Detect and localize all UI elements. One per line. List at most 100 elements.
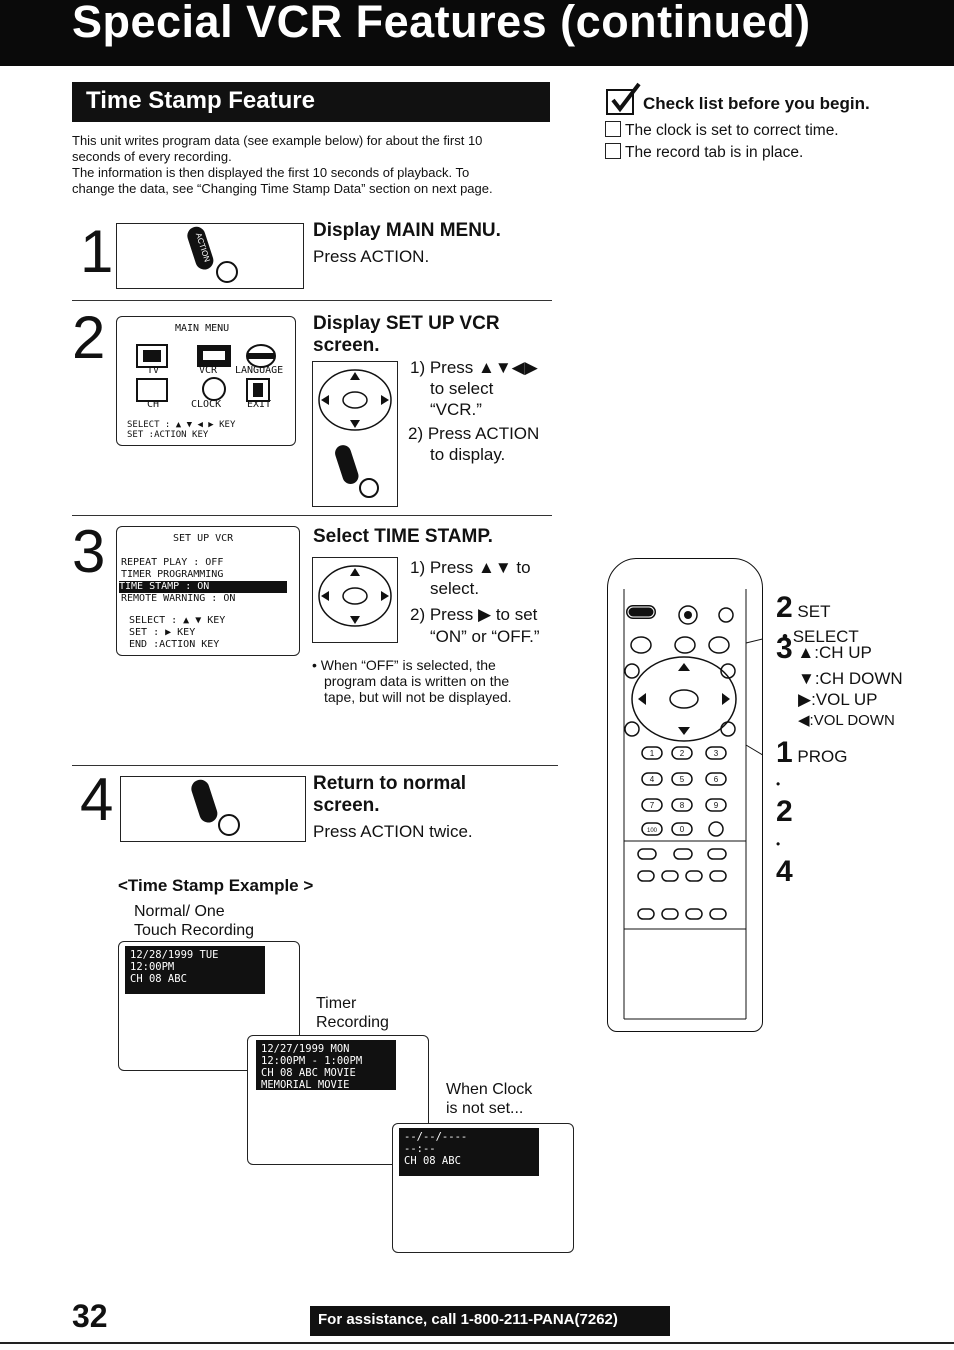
display-button xyxy=(708,636,730,654)
menu-label: LANGUAGE xyxy=(235,365,284,376)
divider xyxy=(72,515,552,516)
label-line: Recording xyxy=(316,1014,389,1031)
step1-title: Display MAIN MENU. xyxy=(313,220,501,241)
action-hand-icon: ACTION xyxy=(187,226,238,283)
svg-text:0: 0 xyxy=(680,825,685,834)
osd-panel: 12/27/1999 MON 12:00PM - 1:00PM CH 08 AB… xyxy=(256,1040,396,1091)
checklist-item: The record tab is in place. xyxy=(605,142,945,164)
dpad-icon xyxy=(318,369,392,498)
intro-line: This unit writes program data (see examp… xyxy=(72,133,483,148)
label-line: Normal/ One xyxy=(134,903,225,920)
step3-note: program data is written on the xyxy=(324,673,510,689)
menu-row: REPEAT PLAY : OFF xyxy=(121,557,224,568)
intro-line: seconds of every recording. xyxy=(72,149,232,164)
exit-icon xyxy=(246,378,270,402)
label-text: SET xyxy=(797,602,831,621)
label-line: When Clock xyxy=(446,1081,533,1098)
divider xyxy=(72,300,552,301)
step3-instruction: 1) Press ▲▼ to xyxy=(410,558,531,577)
checkbox-icon xyxy=(605,143,621,159)
step-number: 4 xyxy=(80,766,114,833)
menu-title: SET UP VCR xyxy=(173,533,234,544)
osd-line: CH 08 ABC MOVIE xyxy=(261,1067,356,1079)
osd-line: 12/28/1999 TUE xyxy=(130,949,219,961)
label-text: SELECT xyxy=(792,627,859,646)
dpad xyxy=(631,656,737,742)
label-text: ▲:CH UP xyxy=(797,643,872,662)
step-number: 1 xyxy=(80,218,114,285)
osd-line: MEMORIAL MOVIE xyxy=(261,1079,350,1091)
menu-label: CH xyxy=(147,399,160,410)
menu-label: VCR xyxy=(199,365,218,376)
step-ref: 4 xyxy=(776,855,793,888)
action-button-illustration xyxy=(120,776,306,842)
example-title: <Time Stamp Example > xyxy=(118,876,314,895)
svg-text:4: 4 xyxy=(650,775,655,784)
remote-keys-illustration xyxy=(312,361,398,507)
remote-label-steps: • 2 • 4 xyxy=(776,777,793,888)
osd-panel: --/--/---- --:-- CH 08 ABC xyxy=(399,1128,539,1176)
menu-label: EXIT xyxy=(247,399,272,410)
ch-icon xyxy=(136,378,168,402)
menu-label: TV xyxy=(147,365,160,376)
label-line: Touch Recording xyxy=(134,922,255,939)
step-ref: 2 xyxy=(776,591,793,624)
divider xyxy=(72,765,558,766)
svg-text:7: 7 xyxy=(650,801,655,810)
checkmark-icon xyxy=(606,82,641,115)
svg-text:5: 5 xyxy=(680,775,685,784)
step2-title: screen. xyxy=(313,335,380,356)
example-label: Timer Recording xyxy=(316,994,389,1032)
main-menu-screen: MAIN MENU TV VCR LANGUAGE CH CLOCK EXIT … xyxy=(116,316,296,446)
remote-label-chdown: ▼:CH DOWN xyxy=(798,669,903,688)
step4-title: screen. xyxy=(313,795,380,816)
step2-instruction: 1) Press ▲▼◀▶ xyxy=(410,358,538,377)
action-button-illustration: ACTION xyxy=(116,223,304,289)
step3-instruction: select. xyxy=(430,579,480,598)
step3-instruction: 2) Press ▶ to set xyxy=(410,605,538,624)
example-label: Normal/ One Touch Recording xyxy=(134,902,254,940)
sleep-button xyxy=(674,636,696,654)
label-line: Timer xyxy=(316,995,357,1012)
checklist-item: The clock is set to correct time. xyxy=(605,120,945,142)
dpad-icon xyxy=(318,565,392,627)
step2-title: Display SET UP VCR xyxy=(313,313,500,334)
intro-text: This unit writes program data (see examp… xyxy=(72,133,562,197)
osd-line: --/--/---- xyxy=(404,1131,468,1143)
checklist: Check list before you begin. The clock i… xyxy=(605,82,945,164)
eject-button xyxy=(678,605,698,625)
osd-line: 12:00PM - 1:00PM xyxy=(261,1055,363,1067)
step1-text: Press ACTION. xyxy=(313,247,430,266)
example-screen-clock-not-set: --/--/---- --:-- CH 08 ABC xyxy=(392,1123,574,1253)
svg-text:2: 2 xyxy=(680,749,685,758)
step-ref: 3 xyxy=(776,632,793,665)
menu-row: END :ACTION KEY xyxy=(129,639,220,650)
svg-text:3: 3 xyxy=(714,749,719,758)
step3-title: Select TIME STAMP. xyxy=(313,526,493,547)
step2-instruction: to display. xyxy=(430,445,506,464)
remote-label-3: 3 ▲:CH UP xyxy=(776,634,872,664)
page-banner: Special VCR Features (continued) xyxy=(0,0,954,66)
step2-instruction: to select xyxy=(430,379,494,398)
menu-icons xyxy=(136,344,276,402)
remote-keys-illustration xyxy=(312,557,398,643)
step2-instruction: “VCR.” xyxy=(430,400,482,419)
osd-line: --:-- xyxy=(404,1143,436,1155)
svg-text:6: 6 xyxy=(714,775,719,784)
step-ref: 2 xyxy=(776,795,793,828)
svg-text:9: 9 xyxy=(714,801,719,810)
remote-label-volup: ▶:VOL UP xyxy=(798,690,878,709)
menu-title: MAIN MENU xyxy=(175,323,230,334)
page-number: 32 xyxy=(72,1298,108,1334)
assistance-text: For assistance, call 1-800-211-PANA(7262… xyxy=(318,1311,618,1328)
remote-label-select: • SELECT xyxy=(782,627,859,646)
tvvcr-button xyxy=(630,636,652,654)
menu-label: SET :ACTION KEY xyxy=(127,430,209,440)
label-text: PROG xyxy=(797,747,848,766)
osd-line: 12:00PM xyxy=(130,961,175,973)
osd-line: 12/27/1999 MON xyxy=(261,1043,350,1055)
tv-icon xyxy=(136,344,168,368)
remote-label-voldown: ◀:VOL DOWN xyxy=(798,712,895,729)
step2-instruction: 2) Press ACTION xyxy=(408,424,540,443)
